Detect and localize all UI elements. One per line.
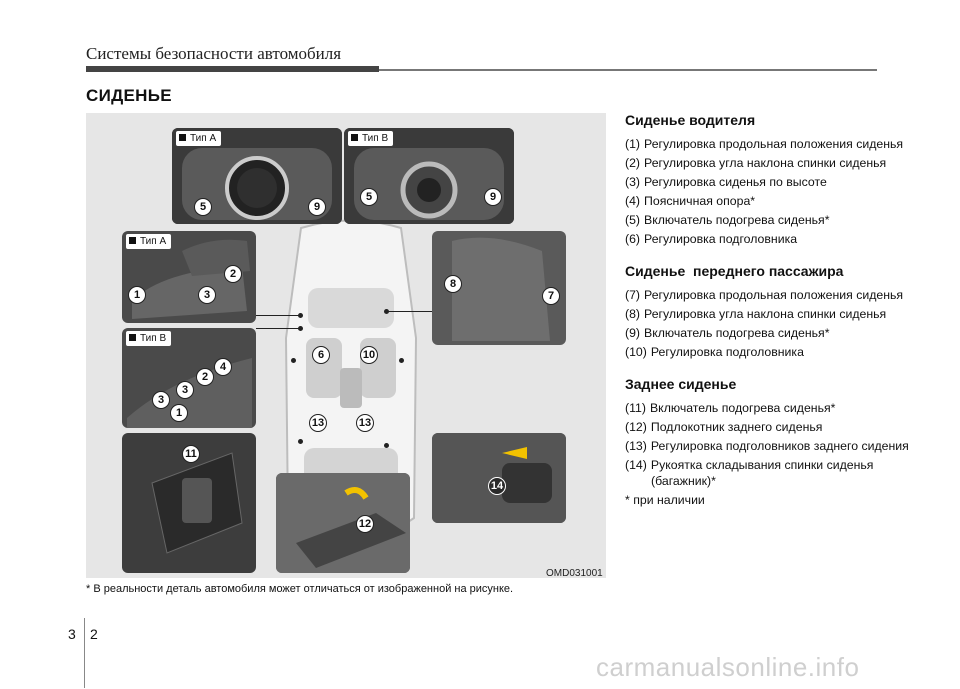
callout-10: 10: [360, 346, 378, 364]
leader-dot: [298, 313, 303, 318]
callout-2b: 2: [196, 368, 214, 386]
callout-2: 2: [224, 265, 242, 283]
watermark: carmanualsonline.info: [596, 652, 860, 682]
legend-item: (12)Подлокотник заднего сиденья: [625, 420, 823, 434]
figure-footnote: * В реальности деталь автомобиля может о…: [86, 583, 514, 595]
legend-item: (8)Регулировка угла наклона спинки сиден…: [625, 307, 887, 321]
passenger-seat-panel: 8 7: [432, 231, 566, 345]
callout-11: 11: [182, 445, 200, 463]
driver-seat-heading: Сиденье водителя: [625, 112, 756, 128]
rear-armrest-panel: 12: [276, 473, 410, 573]
driver-seat-type-a: Тип A 1 2 3: [122, 231, 256, 323]
rear-heater-switch-panel: 11: [122, 433, 256, 573]
callout-1: 1: [128, 286, 146, 304]
callout-3: 3: [198, 286, 216, 304]
driver-seat-type-b: Тип B 3 3 2 4 1: [122, 328, 256, 428]
legend-item: (10)Регулировка подголовника: [625, 345, 804, 359]
legend-item: (2)Регулировка угла наклона спинки сиден…: [625, 156, 887, 170]
climate-panel-type-a: Тип A 5 9: [172, 128, 342, 224]
driver-seat-type-b-tag: Тип B: [126, 331, 172, 346]
callout-8: 8: [444, 275, 462, 293]
section-title: СИДЕНЬЕ: [86, 86, 172, 105]
legend-item: (6)Регулировка подголовника: [625, 232, 798, 246]
leader-dot: [291, 358, 296, 363]
legend-item: (7)Регулировка продольная положения сиде…: [625, 288, 904, 302]
type-b-tag: Тип B: [348, 131, 394, 146]
callout-14: 14: [488, 477, 506, 495]
seat-controls-figure: Тип A 5 9 Тип B 5 9 Тип A 1 2 3 Тип B 3 …: [86, 113, 606, 579]
legend-item: (13)Регулировка подголовников заднего си…: [625, 439, 909, 453]
legend-item: (14)Рукоятка складывания спинки сиденья …: [625, 458, 874, 488]
header-rule-dark: [86, 66, 379, 72]
chapter-header-title: Системы безопасности автомобиля: [86, 44, 342, 63]
callout-6: 6: [312, 346, 330, 364]
type-a-tag: Тип A: [176, 131, 222, 146]
legend-item: (3)Регулировка сиденья по высоте: [625, 175, 827, 189]
driver-seat-type-a-tag: Тип A: [126, 234, 172, 249]
page-number-divider: [84, 618, 85, 688]
seat-legend-column: Сиденье водителя (1)Регулировка продольн…: [625, 112, 925, 508]
availability-note: * при наличии: [625, 493, 705, 507]
legend-item: (4)Поясничная опора*: [625, 194, 756, 208]
callout-7: 7: [542, 287, 560, 305]
rear-seat-heading: Заднее сиденье: [625, 376, 737, 392]
callout-3c: 3: [152, 391, 170, 409]
page-number: 2: [90, 626, 98, 642]
callout-4: 4: [214, 358, 232, 376]
legend-item: (1)Регулировка продольная положения сиде…: [625, 137, 904, 151]
callout-5: 5: [194, 198, 212, 216]
leader-dot: [298, 439, 303, 444]
figure-code: OMD031001: [546, 568, 603, 579]
callout-3d: 3: [176, 381, 194, 399]
legend-item: (11)Включатель подогрева сиденья*: [625, 401, 836, 415]
callout-1b: 1: [170, 404, 188, 422]
leader-line: [256, 315, 301, 316]
leader-dot: [384, 443, 389, 448]
callout-13b: 13: [356, 414, 374, 432]
leader-dot: [384, 309, 389, 314]
legend-item: (5)Включатель подогрева сиденья*: [625, 213, 830, 227]
leader-dot: [298, 326, 303, 331]
callout-12: 12: [356, 515, 374, 533]
callout-9b: 9: [484, 188, 502, 206]
callout-5b: 5: [360, 188, 378, 206]
page-chapter-number: 3: [68, 626, 76, 642]
trunk-fold-handle-panel: 14: [432, 433, 566, 523]
leader-dot: [399, 358, 404, 363]
leader-line: [256, 328, 301, 329]
callout-13a: 13: [309, 414, 327, 432]
header-rule-light: [379, 69, 877, 71]
callout-9: 9: [308, 198, 326, 216]
passenger-seat-heading: Сиденье переднего пассажира: [625, 263, 844, 279]
leader-line: [386, 311, 432, 312]
legend-item: (9)Включатель подогрева сиденья*: [625, 326, 830, 340]
climate-panel-type-b: Тип B 5 9: [344, 128, 514, 224]
